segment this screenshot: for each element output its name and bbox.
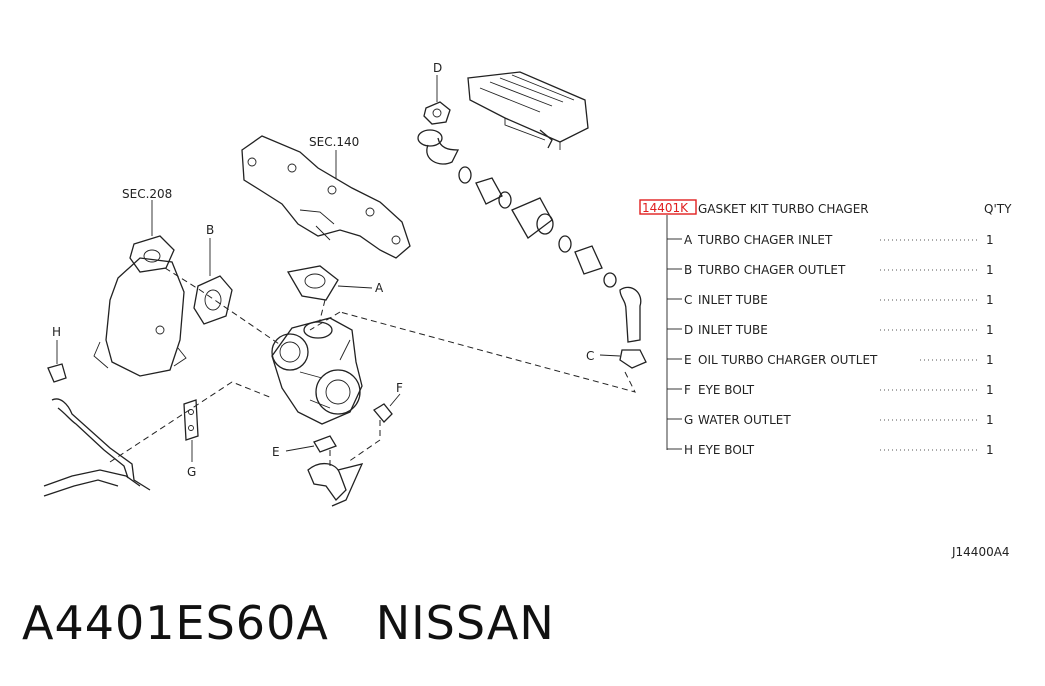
row-part-name: EYE BOLT <box>698 443 755 457</box>
row-code: G <box>684 413 693 427</box>
parts-list-row: F EYE BOLT 1 <box>667 383 994 397</box>
part-number-highlight <box>639 199 697 215</box>
row-qty: 1 <box>986 413 994 427</box>
callout-d-label: D <box>433 61 442 75</box>
catalyst-part <box>93 200 283 377</box>
inlet-tube-chain-part <box>339 129 647 393</box>
row-code: F <box>684 383 691 397</box>
row-qty: 1 <box>986 233 994 247</box>
oil-outlet-e-part <box>285 435 364 507</box>
oil-pipe-h-part <box>43 340 273 497</box>
gasket-a-part <box>286 265 373 301</box>
turbocharger-part <box>271 299 363 425</box>
row-code: C <box>684 293 692 307</box>
callout-h-label: H <box>52 325 61 339</box>
row-code: D <box>684 323 693 337</box>
footer-part-info: A4401ES60A NISSAN <box>22 596 555 650</box>
diagram-code-label: J14400A4 <box>951 545 1010 559</box>
row-qty: 1 <box>986 293 994 307</box>
exploded-parts-diagram: SEC.140 SEC.208 D B A C H F E G 14401K G… <box>43 61 1012 559</box>
row-qty: 1 <box>986 383 994 397</box>
parts-list-row: C INLET TUBE 1 <box>667 293 994 307</box>
exhaust-manifold-part <box>241 135 411 259</box>
row-part-name: WATER OUTLET <box>698 413 791 427</box>
row-code: A <box>684 233 693 247</box>
callout-g-label: G <box>187 465 196 479</box>
parts-list-row: E OIL TURBO CHARGER OUTLET 1 <box>667 353 994 367</box>
row-part-name: TURBO CHAGER OUTLET <box>697 263 846 277</box>
parts-list-row: D INLET TUBE 1 <box>667 323 994 337</box>
parts-list-row: H EYE BOLT 1 <box>667 443 994 457</box>
parts-list-row: B TURBO CHAGER OUTLET 1 <box>667 263 994 277</box>
row-code: E <box>684 353 692 367</box>
row-qty: 1 <box>986 323 994 337</box>
eye-bolt-f-part <box>347 393 401 463</box>
callout-f-label: F <box>396 381 403 395</box>
callout-c-label: C <box>586 349 594 363</box>
parts-list-row: A TURBO CHAGER INLET 1 <box>667 233 994 247</box>
row-code: B <box>684 263 692 277</box>
qty-header: Q'TY <box>984 202 1012 216</box>
gasket-d-part <box>423 75 451 125</box>
gasket-g-part <box>183 399 199 462</box>
callout-b-label: B <box>206 223 214 237</box>
row-qty: 1 <box>986 443 994 457</box>
callout-e-label: E <box>272 445 280 459</box>
parts-list: 14401K GASKET KIT TURBO CHAGER Q'TY A TUR… <box>639 199 1012 457</box>
row-part-name: OIL TURBO CHARGER OUTLET <box>698 353 878 367</box>
gasket-b-part <box>193 238 233 325</box>
parts-list-title: GASKET KIT TURBO CHAGER <box>698 202 869 216</box>
intercooler-part <box>467 71 589 150</box>
footer-brand: NISSAN <box>375 596 555 650</box>
row-part-name: INLET TUBE <box>698 293 768 307</box>
parts-list-row: G WATER OUTLET 1 <box>667 413 994 427</box>
row-code: H <box>684 443 693 457</box>
row-qty: 1 <box>986 263 994 277</box>
footer-part-code: A4401ES60A <box>22 596 329 650</box>
row-qty: 1 <box>986 353 994 367</box>
row-part-name: TURBO CHAGER INLET <box>697 233 833 247</box>
sec-208-label: SEC.208 <box>122 187 172 201</box>
part-number-label[interactable]: 14401K <box>642 201 689 215</box>
callout-a-label: A <box>375 281 384 295</box>
sec-140-label: SEC.140 <box>309 135 359 149</box>
row-part-name: EYE BOLT <box>698 383 755 397</box>
row-part-name: INLET TUBE <box>698 323 768 337</box>
